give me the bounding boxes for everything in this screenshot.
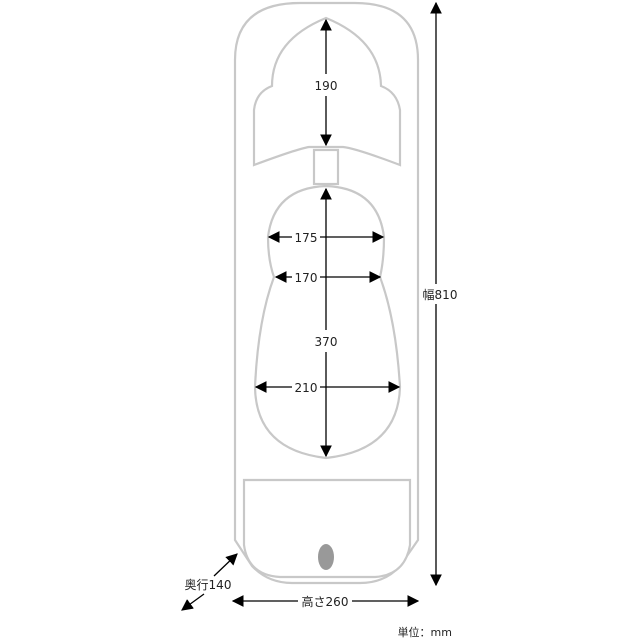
top-section xyxy=(252,16,402,167)
total-width-label: 幅810 xyxy=(423,287,458,302)
upper-width-label: 175 xyxy=(295,231,318,245)
bottom-tray xyxy=(242,478,412,579)
connector-block xyxy=(312,148,340,186)
seat-body xyxy=(253,184,402,460)
body-length-label: 370 xyxy=(315,335,338,349)
waist-width-label: 170 xyxy=(295,271,318,285)
unit-label: 単位：mm xyxy=(398,625,452,639)
lower-width-label: 210 xyxy=(295,381,318,395)
height-label: 高さ260 xyxy=(302,594,349,609)
depth-label: 奥行140 xyxy=(185,578,232,592)
knob xyxy=(318,544,334,570)
top-length-label: 190 xyxy=(315,79,338,93)
dimension-arrows xyxy=(181,1,442,611)
